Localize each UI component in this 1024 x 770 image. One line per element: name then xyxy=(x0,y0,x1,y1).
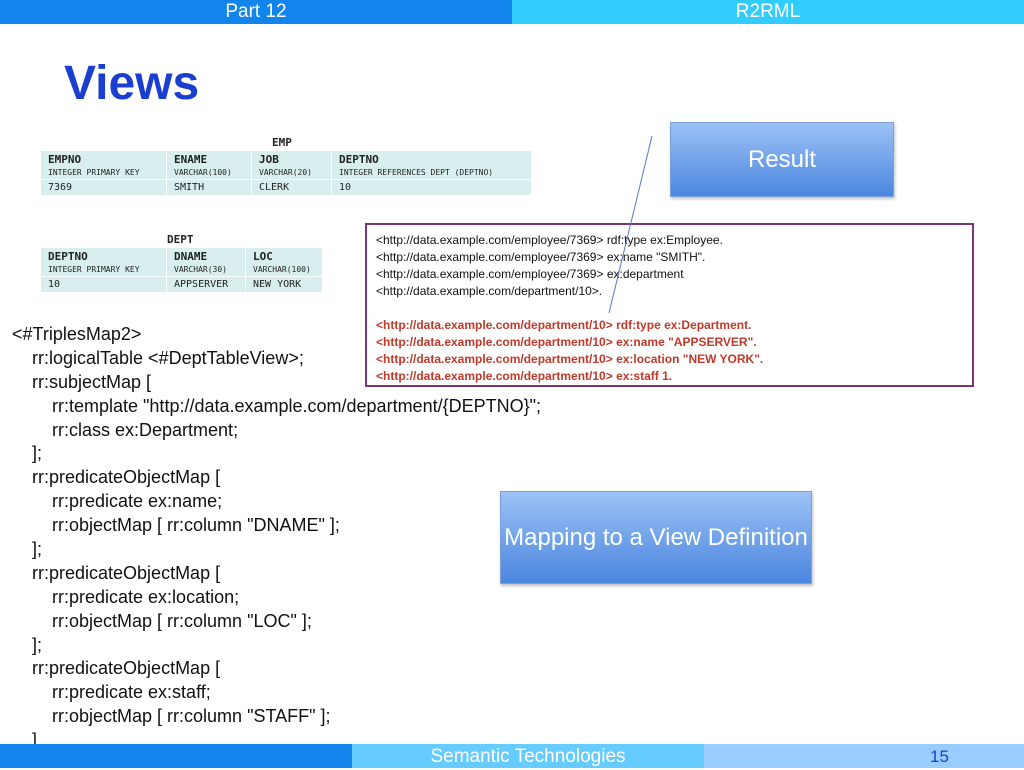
code-line: rr:subjectMap [ xyxy=(12,371,152,392)
header-part-label: Part 12 xyxy=(0,0,512,24)
table-row: 10 APPSERVER NEW YORK xyxy=(40,276,323,293)
result-triple-line: <http://data.example.com/employee/7369> … xyxy=(376,233,723,247)
mapping-to-view-definition-button[interactable]: Mapping to a View Definition xyxy=(500,491,812,584)
slide-title: Views xyxy=(64,57,200,110)
table-cell: 7369 xyxy=(40,179,167,196)
code-line: ]; xyxy=(12,443,43,464)
table-cell: CLERK xyxy=(251,179,332,196)
code-line: rr:objectMap [ rr:column "DNAME" ]; xyxy=(12,515,340,536)
code-line: rr:predicate ex:staff; xyxy=(12,682,211,703)
table-row: 7369 SMITH CLERK 10 xyxy=(40,179,532,196)
emp-table-title: EMP xyxy=(272,136,292,149)
code-line: rr:predicate ex:location; xyxy=(12,586,240,607)
table-cell: 10 xyxy=(40,276,167,293)
footer-page-area: 15 xyxy=(704,744,1024,768)
result-triples-box: <http://data.example.com/employee/7369> … xyxy=(365,223,974,387)
highlighted-triple-line: <http://data.example.com/department/10> … xyxy=(376,369,673,383)
code-line: ]; xyxy=(12,539,43,560)
code-line: rr:objectMap [ rr:column "LOC" ]; xyxy=(12,610,312,631)
table-cell: APPSERVER xyxy=(166,276,246,293)
dept-table-title: DEPT xyxy=(167,233,194,246)
page-number: 15 xyxy=(930,747,949,766)
code-line: rr:predicateObjectMap [ xyxy=(12,658,221,679)
code-line: ]. xyxy=(12,730,43,751)
code-line: rr:class ex:Department; xyxy=(12,419,239,440)
code-line: rr:predicate ex:name; xyxy=(12,491,223,512)
code-line: rr:predicateObjectMap [ xyxy=(12,467,221,488)
result-triple-line: <http://data.example.com/employee/7369> … xyxy=(376,250,706,264)
code-line: rr:template "http://data.example.com/dep… xyxy=(12,395,542,416)
highlighted-triple-line: <http://data.example.com/department/10> … xyxy=(376,352,764,366)
code-line: rr:objectMap [ rr:column "STAFF" ]; xyxy=(12,706,331,727)
code-line: ]; xyxy=(12,634,43,655)
code-line: <#TriplesMap2> xyxy=(12,324,142,344)
table-cell: SMITH xyxy=(166,179,252,196)
highlighted-triple-line: <http://data.example.com/department/10> … xyxy=(376,335,757,349)
footer-left-bar xyxy=(0,744,352,768)
header-topic-label: R2RML xyxy=(512,0,1024,24)
r2rml-mapping-code: <#TriplesMap2> rr:logicalTable <#DeptTab… xyxy=(12,323,541,753)
highlighted-triple-line: <http://data.example.com/department/10> … xyxy=(376,318,752,332)
result-triple-line: <http://data.example.com/employee/7369> … xyxy=(376,267,684,281)
result-triple-line: <http://data.example.com/department/10>. xyxy=(376,284,603,298)
code-line: rr:predicateObjectMap [ xyxy=(12,562,221,583)
table-cell: 10 xyxy=(331,179,532,196)
result-button[interactable]: Result xyxy=(670,122,894,197)
table-cell: NEW YORK xyxy=(245,276,323,293)
footer-course-label: Semantic Technologies xyxy=(352,744,704,768)
code-line: rr:logicalTable <#DeptTableView>; xyxy=(12,347,304,368)
